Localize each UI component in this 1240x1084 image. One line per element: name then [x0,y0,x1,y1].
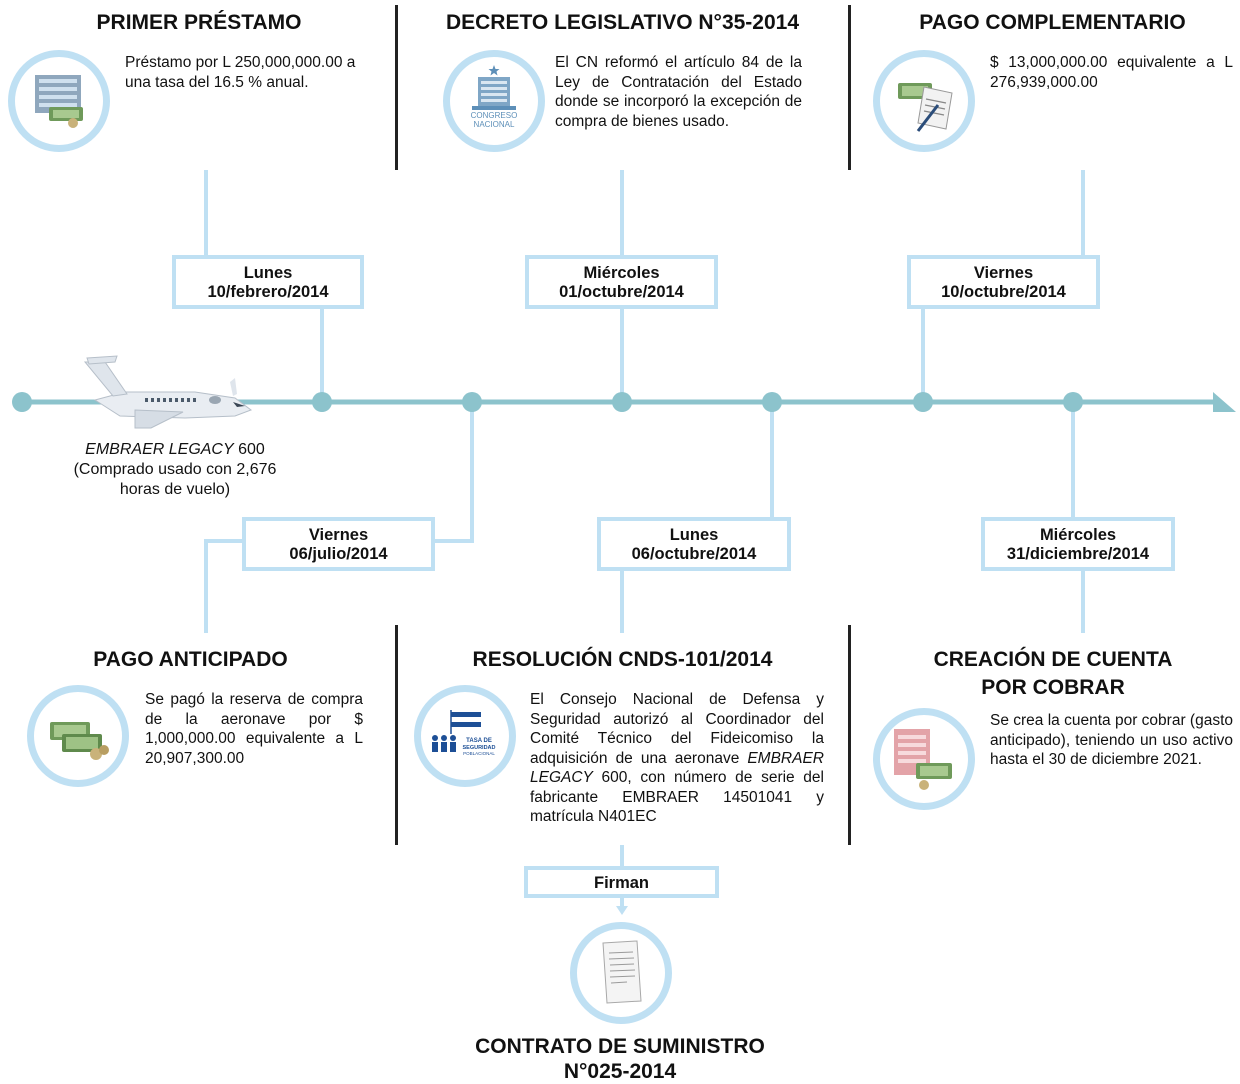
connector-anticipado [434,402,474,543]
timeline-node [913,392,933,412]
cuenta-title-line2: POR COBRAR [981,676,1125,699]
date-day: Lunes [243,264,293,282]
cuenta-por-cobrar-text: Se crea la cuenta por cobrar (gasto anti… [990,712,1233,768]
date-day: Viernes [308,526,369,544]
date-pago-complementario: Viernes 10/octubre/2014 [907,255,1100,309]
airplane-illustration [83,355,253,429]
airplane-caption: EMBRAER LEGACY 600 (Comprado usado con 2… [55,440,295,500]
date-value: 31/diciembre/2014 [1006,545,1150,563]
pago-complementario-text: $ 13,000,000.00 equivalente a L 276,939,… [990,54,1233,91]
airplane-model-name: EMBRAER LEGACY [85,441,234,458]
timeline-node [612,392,632,412]
money-document-icon [873,50,975,152]
timeline-arrowhead [1213,392,1236,412]
timeline-node [462,392,482,412]
airplane-model-number: 600 [238,441,265,458]
divider-bottom-2 [848,625,851,845]
primer-prestamo-text: Préstamo por L 250,000,000.00 a una tasa… [125,54,356,91]
resolucion-title: RESOLUCIÓN CNDS-101/2014 [472,648,773,671]
contrato-title-line1: CONTRATO DE SUMINISTRO [475,1035,765,1058]
logo-text-1: CONGRESO [471,111,518,120]
logo-text-2: SEGURIDAD [462,745,495,751]
primer-prestamo-title: PRIMER PRÉSTAMO [96,11,302,34]
contract-document-icon [570,922,672,1024]
date-day: Miércoles [583,264,660,282]
money-stack-icon [27,685,129,787]
resolucion-text-end: 600, con número de serie del fabricante … [530,769,824,825]
contrato-title-line2: N°025-2014 [563,1060,677,1083]
contrato-title: CONTRATO DE SUMINISTRO N°025-2014 [420,1034,820,1084]
airplane-note-line1: (Comprado usado con 2,676 [73,461,277,478]
airplane-model: EMBRAER LEGACY 600 [55,440,295,460]
date-day: Viernes [973,264,1034,282]
date-value: 10/febrero/2014 [207,283,329,301]
cuenta-por-cobrar-title: CREACIÓN DE CUENTA POR COBRAR [858,646,1240,702]
resolucion-text-model: EMBRAER LEGACY [530,749,824,787]
date-day: Lunes [669,526,719,544]
timeline-node [12,392,32,412]
date-value: 10/octubre/2014 [941,283,1066,301]
logo-text-2: NACIONAL [474,120,515,129]
resolucion-text-start: El Consejo Nacional de Defensa y Segurid… [530,691,824,767]
timeline-node [312,392,332,412]
date-cuenta-por-cobrar: Miércoles 31/diciembre/2014 [981,517,1175,571]
decreto-title: DECRETO LEGISLATIVO N°35-2014 [445,11,800,34]
airplane-note-line2: horas de vuelo) [119,481,231,498]
logo-text-1: TASA DE [466,738,492,744]
firman-label: Firman [593,874,649,892]
date-pago-anticipado: Viernes 06/julio/2014 [242,517,435,571]
building-money-icon [8,50,110,152]
firman-box: Firman [524,866,719,898]
date-value: 01/octubre/2014 [559,283,684,301]
logo-text-3: POBLACIONAL [463,751,495,756]
connector-anticipado-lower [204,539,244,633]
divider-bottom-1 [395,625,398,845]
date-decreto: Miércoles 01/octubre/2014 [525,255,718,309]
congreso-logo-icon: CONGRESO NACIONAL [443,50,545,152]
pago-anticipado-text: Se pagó la reserva de compra de la aeron… [145,691,363,767]
firman-arrowhead [616,906,628,915]
cuenta-title-line1: CREACIÓN DE CUENTA [933,648,1173,671]
ledger-money-icon [873,708,975,810]
timeline-node [762,392,782,412]
timeline-node [1063,392,1083,412]
date-value: 06/julio/2014 [289,545,388,563]
date-value: 06/octubre/2014 [631,545,757,563]
date-day: Miércoles [1039,526,1117,544]
date-resolucion: Lunes 06/octubre/2014 [597,517,791,571]
divider-top-1 [395,5,398,170]
date-primer-prestamo: Lunes 10/febrero/2014 [172,255,364,309]
decreto-text: El CN reformó el artículo 84 de la Ley d… [555,54,802,130]
pago-anticipado-title: PAGO ANTICIPADO [93,648,288,671]
resolucion-text: El Consejo Nacional de Defensa y Segurid… [530,690,824,827]
divider-top-2 [848,5,851,170]
pago-complementario-title: PAGO COMPLEMENTARIO [919,11,1186,34]
tasa-seguridad-logo-icon: TASA DE SEGURIDAD POBLACIONAL [414,685,516,787]
